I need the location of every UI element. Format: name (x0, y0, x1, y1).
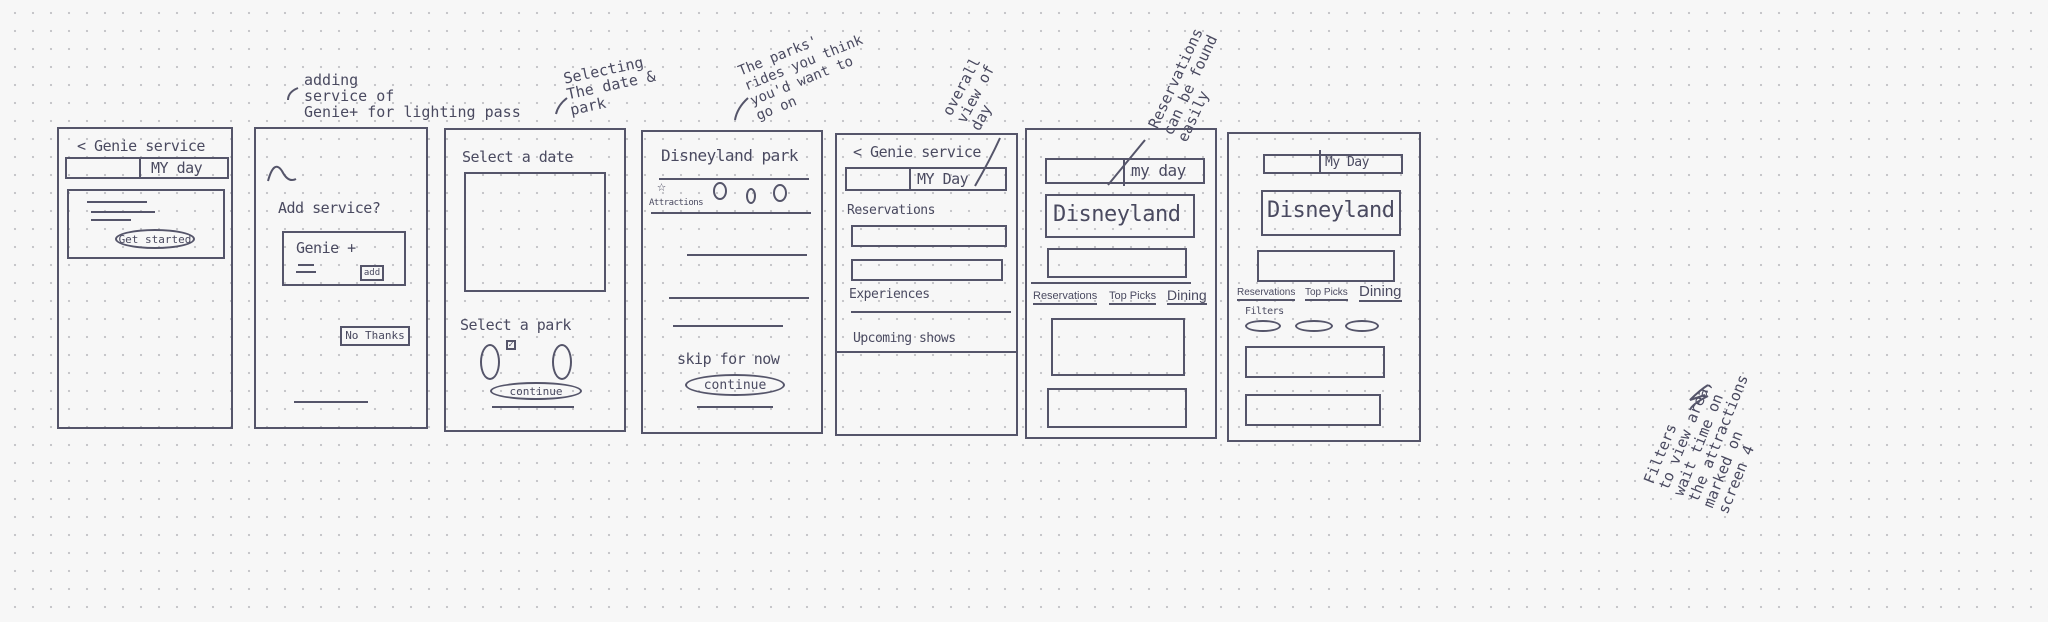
tab-my-day[interactable]: my day (1131, 161, 1186, 180)
screen-2-add-service: Add service? Genie + add No Thanks (254, 127, 428, 429)
park-name: Disneyland (1053, 202, 1181, 227)
continue-button[interactable]: continue (685, 374, 785, 396)
tab-bar (65, 157, 229, 179)
text-placeholder (298, 264, 314, 266)
list-item[interactable] (669, 297, 809, 299)
text-placeholder (91, 219, 131, 221)
intro-card (67, 189, 225, 259)
list-item[interactable] (687, 254, 807, 256)
attraction-option[interactable] (746, 188, 756, 204)
text-placeholder (87, 201, 147, 203)
no-thanks-button[interactable]: No Thanks (340, 326, 410, 346)
screen-7-my-day-filters: My Day Disneyland Reservations Top Picks… (1227, 132, 1421, 442)
tab-dining[interactable]: Dining (1359, 283, 1402, 302)
filter-chip[interactable] (1345, 320, 1379, 332)
get-started-button[interactable]: Get started (115, 229, 195, 249)
tab-bar (1045, 158, 1205, 184)
squiggle-icon (267, 165, 297, 182)
reservation-card[interactable] (1047, 388, 1187, 428)
underline (697, 406, 773, 408)
park-option[interactable] (552, 344, 572, 380)
select-park-label: Select a park (460, 316, 571, 334)
tab-divider (139, 157, 141, 179)
text-placeholder (296, 271, 316, 273)
reservation-card[interactable] (851, 225, 1007, 247)
filter-chip[interactable] (1245, 320, 1281, 332)
tab-top-picks[interactable]: Top Picks (1109, 290, 1157, 305)
screen-1-genie-service: < Genie service MY day Get started (57, 127, 233, 429)
park-option[interactable] (480, 344, 500, 380)
tab-my-day[interactable]: MY day (151, 159, 203, 177)
tab-bar (845, 167, 1007, 191)
park-name: Disneyland (1267, 198, 1395, 223)
reservation-card[interactable] (1051, 318, 1185, 376)
park-checkbox[interactable]: ✓ (506, 340, 516, 350)
text-placeholder (91, 211, 155, 213)
experiences-heading: Experiences (849, 287, 930, 302)
underline (492, 406, 574, 408)
reservation-card[interactable] (851, 259, 1003, 281)
reservations-heading: Reservations (847, 203, 935, 218)
screen-title[interactable]: < Genie service (77, 137, 205, 155)
tab-divider (909, 167, 911, 191)
genie-plus-card[interactable] (282, 231, 406, 286)
filter-chip[interactable] (1295, 320, 1333, 332)
divider (651, 212, 811, 214)
upcoming-shows-heading: Upcoming shows (853, 331, 956, 346)
tab-reservations[interactable]: Reservations (1033, 290, 1098, 305)
tab-divider (1123, 158, 1125, 186)
park-title: Disneyland park (661, 146, 799, 165)
tab-my-day[interactable]: MY Day (917, 170, 969, 188)
divider (659, 178, 809, 180)
add-service-heading: Add service? (278, 199, 381, 217)
park-card[interactable] (1045, 194, 1195, 238)
list-item[interactable] (673, 325, 783, 327)
calendar[interactable] (464, 172, 606, 292)
screen-6-my-day-reservations: my day Disneyland Reservations Top Picks… (1025, 128, 1217, 439)
info-card[interactable] (1257, 250, 1395, 282)
tab-top-picks[interactable]: Top Picks (1305, 287, 1348, 301)
skip-for-now-link[interactable]: skip for now (677, 350, 780, 368)
divider (851, 311, 1011, 313)
divider (837, 351, 1017, 353)
annotation-adding-service: adding service of Genie+ for lighting pa… (304, 71, 521, 121)
attraction-card[interactable] (1245, 346, 1385, 378)
bottom-line (294, 401, 368, 403)
info-card[interactable] (1047, 248, 1187, 278)
genie-plus-title: Genie + (296, 239, 356, 257)
tab-divider (1319, 150, 1321, 172)
attraction-option[interactable] (773, 184, 787, 202)
filters-label: Filters (1245, 306, 1284, 317)
tab-bar (1263, 154, 1403, 174)
continue-button[interactable]: continue (490, 382, 582, 400)
screen-title[interactable]: < Genie service (853, 143, 981, 161)
select-date-label: Select a date (462, 148, 573, 166)
add-button[interactable]: add (360, 265, 384, 281)
screen-4-disneyland-park: Disneyland park ☆ Attractions skip for n… (641, 130, 823, 434)
screen-3-select-date-park: Select a date Select a park ✓ continue (444, 128, 626, 432)
park-card[interactable] (1261, 190, 1401, 236)
star-icon[interactable]: ☆ (657, 177, 666, 195)
attraction-card[interactable] (1245, 394, 1381, 426)
attractions-label: Attractions (649, 198, 704, 208)
tab-dining[interactable]: Dining (1167, 287, 1207, 305)
attraction-option[interactable] (713, 182, 727, 200)
tab-reservations[interactable]: Reservations (1237, 287, 1296, 301)
divider (1031, 282, 1191, 284)
tab-my-day[interactable]: My Day (1325, 155, 1369, 170)
screen-5-my-day: < Genie service MY Day Reservations Expe… (835, 133, 1018, 436)
